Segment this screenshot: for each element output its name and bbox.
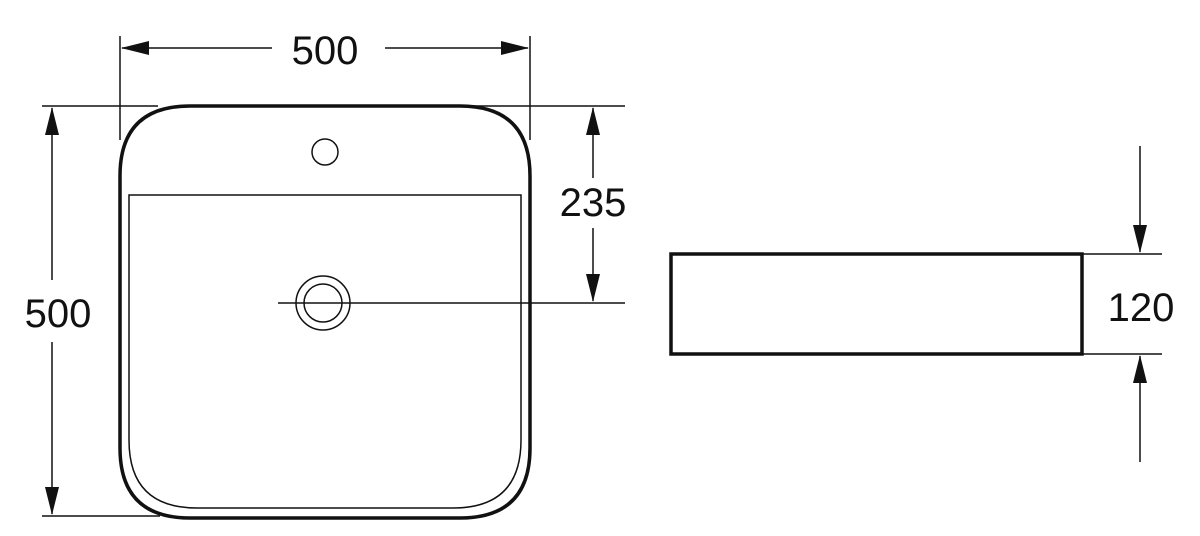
height-label: 500: [25, 292, 92, 336]
drain-offset-arrow-top: [586, 107, 600, 135]
drain-offset-dimension: 235: [468, 105, 627, 302]
basin-top-view: [118, 104, 625, 520]
width-arrow-left: [121, 41, 149, 55]
width-label: 500: [292, 29, 359, 73]
basin-side-profile: [669, 252, 1084, 356]
height-dimension: 500: [25, 105, 160, 517]
height-arrow-bottom: [45, 487, 59, 515]
tap-hole: [311, 138, 339, 166]
drain-offset-arrow-bottom: [586, 274, 600, 302]
side-height-dimension: 120: [1082, 146, 1174, 462]
side-height-arrow-bottom: [1133, 355, 1147, 383]
basin-side-view: [669, 252, 1084, 356]
width-arrow-right: [501, 41, 529, 55]
basin-inner-bowl: [128, 194, 522, 509]
side-height-label: 120: [1108, 286, 1175, 330]
width-dimension: 500: [119, 29, 531, 140]
drain-offset-label: 235: [560, 181, 627, 225]
side-height-arrow-top: [1133, 225, 1147, 253]
height-arrow-top: [45, 107, 59, 135]
basin-outer-outline: [118, 104, 532, 520]
